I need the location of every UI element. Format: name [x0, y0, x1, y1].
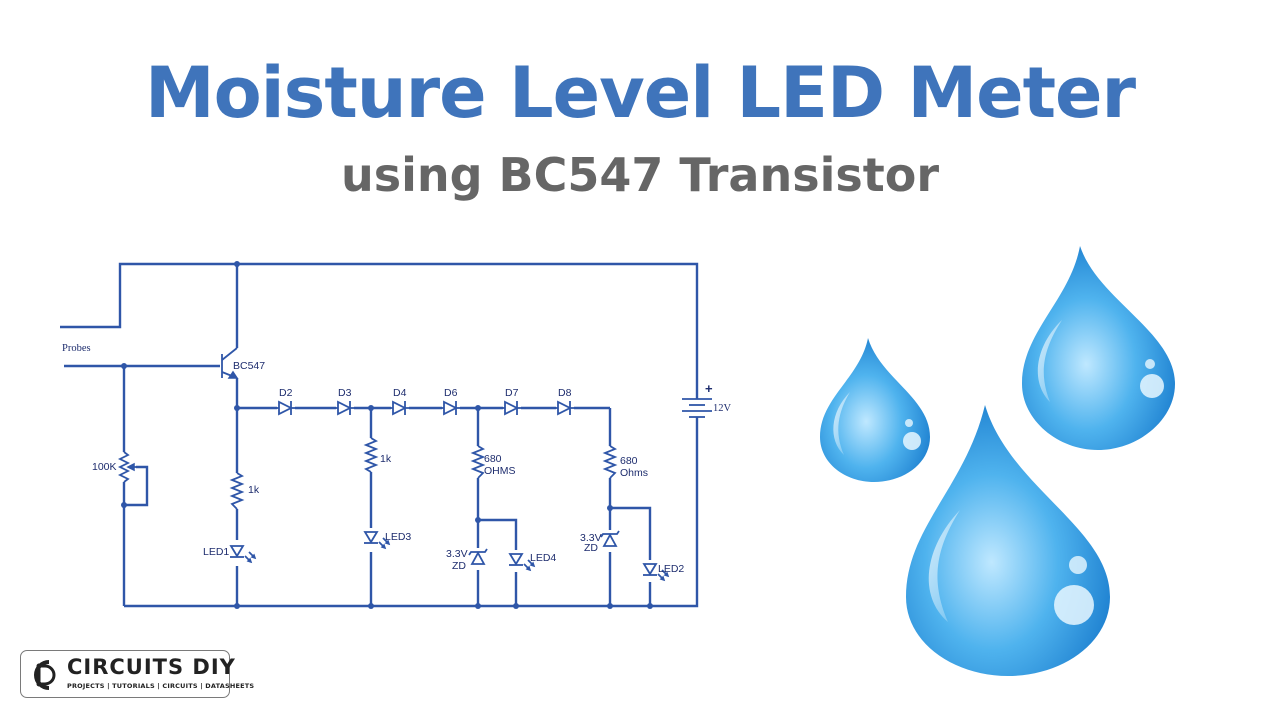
water-drop-icon	[820, 338, 930, 482]
transistor-bc547	[221, 347, 239, 379]
led3-label: LED3	[385, 531, 411, 543]
resistor-r4	[602, 445, 618, 479]
logo-tagline: PROJECTS | TUTORIALS | CIRCUITS | DATASH…	[67, 682, 255, 690]
zd1-value: 3.3V	[446, 548, 468, 560]
diode-d6	[442, 400, 460, 416]
led4	[508, 553, 536, 572]
r3-value: 680	[484, 453, 502, 465]
page-subtitle: using BC547 Transistor	[340, 148, 940, 202]
diode-d7	[503, 400, 521, 416]
d6-label: D6	[444, 387, 458, 399]
diode-d4	[391, 400, 409, 416]
led2-label: LED2	[658, 563, 684, 575]
water-drop-icon	[1022, 246, 1175, 450]
r2-label: 1k	[380, 453, 392, 465]
r4-value: 680	[620, 455, 638, 467]
pot-label: 100K	[92, 461, 117, 473]
d3-label: D3	[338, 387, 352, 399]
junction-dots	[121, 261, 653, 609]
d4-label: D4	[393, 387, 407, 399]
zd2-type: ZD	[584, 542, 598, 554]
page-title: Moisture Level LED Meter	[144, 52, 1136, 134]
led1	[229, 545, 257, 564]
led4-label: LED4	[530, 552, 556, 564]
zd1-type: ZD	[452, 560, 466, 572]
resistor-r3	[470, 445, 486, 479]
water-drop-icon	[906, 405, 1110, 676]
diode-d3	[336, 400, 354, 416]
battery-label: 12V	[713, 403, 732, 414]
r1-label: 1k	[248, 484, 260, 496]
led1-label: LED1	[203, 546, 229, 558]
led3	[363, 531, 391, 550]
circuit-wires	[60, 262, 699, 608]
battery-12v	[682, 395, 712, 422]
transistor-label: BC547	[233, 360, 265, 372]
resistor-r1	[229, 472, 245, 510]
zener-zd2	[600, 530, 620, 547]
diode-d2	[277, 400, 295, 416]
r4-unit: Ohms	[620, 467, 648, 479]
diode-d8	[556, 400, 574, 416]
led2	[642, 563, 670, 582]
potentiometer-100k	[117, 451, 136, 483]
d7-label: D7	[505, 387, 519, 399]
d8-label: D8	[558, 387, 572, 399]
d2-label: D2	[279, 387, 293, 399]
logo-name: CIRCUITS DIY	[67, 655, 236, 679]
brand-logo[interactable]: CIRCUITS DIY PROJECTS | TUTORIALS | CIRC…	[20, 650, 254, 698]
zener-zd1	[468, 548, 488, 565]
probes-label: Probes	[62, 343, 91, 354]
r3-unit: OHMS	[484, 465, 516, 477]
circuits-diy-logo-icon	[34, 660, 56, 690]
resistor-r2	[363, 437, 379, 473]
battery-plus: +	[705, 381, 713, 396]
zd2-value: 3.3V	[580, 532, 602, 544]
